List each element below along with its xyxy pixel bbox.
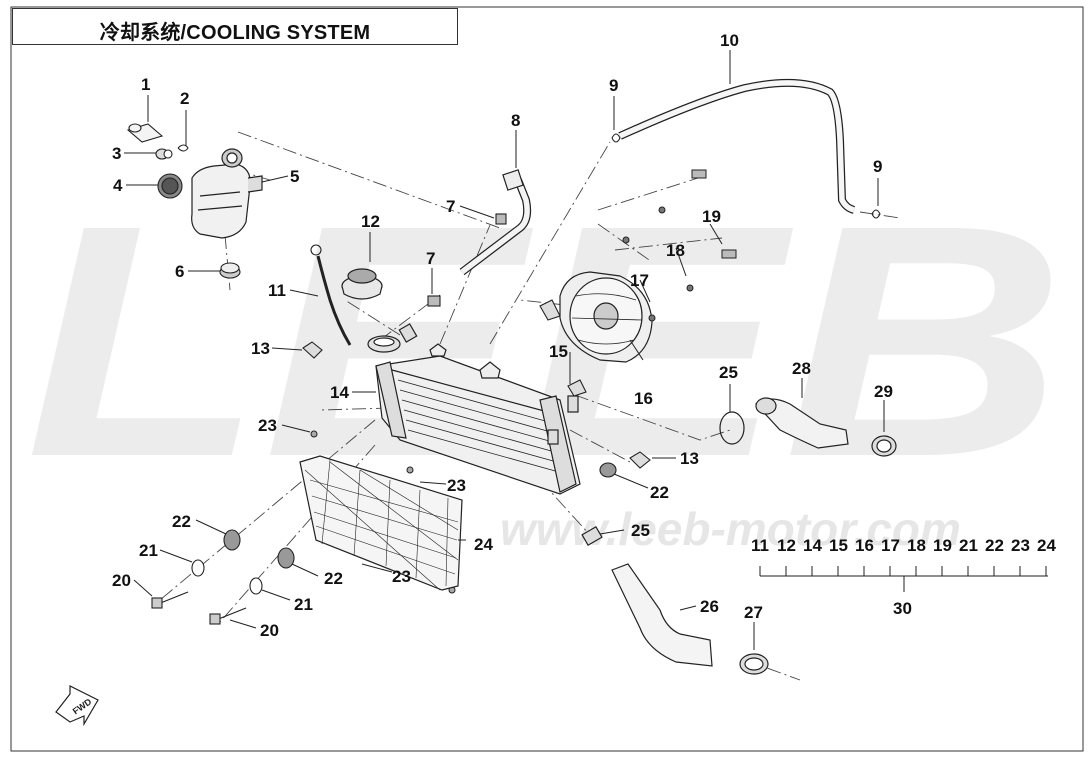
callout-29: 29: [874, 382, 893, 401]
callout-13b: 13: [680, 449, 699, 468]
callout-3: 3: [112, 144, 121, 163]
callout-4: 4: [113, 176, 123, 195]
callout-2: 2: [180, 89, 189, 108]
kit-item: 16: [855, 536, 874, 555]
callout-14: 14: [330, 383, 349, 402]
kit-item: 19: [933, 536, 952, 555]
kit-item: 24: [1037, 536, 1056, 555]
part-10-hose: [618, 78, 856, 214]
part-13-nuts: [302, 341, 651, 469]
page-title: 冷却系统/COOLING SYSTEM: [99, 22, 371, 44]
callout-23c: 23: [392, 567, 411, 586]
kit-item: 23: [1011, 536, 1030, 555]
fwd-arrow-icon: FWD: [55, 685, 99, 727]
kit-item: 18: [907, 536, 926, 555]
callout-28: 28: [792, 359, 811, 378]
part-17-18-19-hardware: [622, 169, 737, 322]
part-7-clips: [427, 213, 507, 307]
part-12-radiator-cap: [341, 268, 383, 300]
callout-30: 30: [893, 599, 912, 618]
callout-25a: 25: [719, 363, 738, 382]
title-box: 冷却系统/COOLING SYSTEM: [12, 8, 458, 45]
callout-1: 1: [141, 75, 150, 94]
leader-lines: [159, 131, 901, 681]
kit-item: 15: [829, 536, 848, 555]
callout-22c: 22: [650, 483, 669, 502]
callout-16: 16: [634, 389, 653, 408]
part-9-clips: [611, 133, 881, 219]
callout-7b: 7: [426, 249, 435, 268]
kit-item: 14: [803, 536, 822, 555]
callout-9b: 9: [873, 157, 882, 176]
part-11-dipstick: [310, 244, 352, 346]
kit-items: 11 12 14 15 16 17 18 19 21 22 23 24: [751, 536, 1056, 555]
part-26-hose: [611, 563, 713, 667]
part-25-clamps: [581, 411, 745, 547]
callout-25b: 25: [631, 521, 650, 540]
part-27-clamp: [739, 653, 769, 675]
part-4-cap: [157, 173, 183, 199]
callout-12: 12: [361, 212, 380, 231]
part-3-grommet: [155, 148, 173, 160]
callout-13a: 13: [251, 339, 270, 358]
callout-26: 26: [700, 597, 719, 616]
part-24-grille: [299, 455, 463, 591]
callout-10: 10: [720, 31, 739, 50]
kit-item: 12: [777, 536, 796, 555]
kit-item: 21: [959, 536, 978, 555]
callout-21a: 21: [139, 541, 158, 560]
callout-17: 17: [630, 271, 649, 290]
part-29-clamp: [871, 435, 897, 457]
part-28-hose: [755, 397, 849, 449]
part-5-reservoir: [191, 148, 263, 239]
part-8-tube: [459, 169, 532, 276]
callout-ticks: [124, 50, 885, 650]
callout-15: 15: [549, 342, 568, 361]
diagram-frame: [10, 6, 1084, 752]
callout-27: 27: [744, 603, 763, 622]
kit-item: 11: [751, 536, 769, 555]
callout-22a: 22: [172, 512, 191, 531]
callout-8: 8: [511, 111, 520, 130]
callout-19: 19: [702, 207, 721, 226]
callout-22b: 22: [324, 569, 343, 588]
callout-11: 11: [268, 281, 286, 300]
part-1-hose: [126, 123, 164, 143]
callout-24: 24: [474, 535, 493, 554]
kit-item: 22: [985, 536, 1004, 555]
callout-20a: 20: [112, 571, 131, 590]
watermark-url: www.leeb-motor.com: [500, 503, 961, 555]
part-20-21-22-hardware: [151, 462, 617, 625]
part-15-brackets: [539, 299, 587, 397]
callout-9a: 9: [609, 76, 618, 95]
callout-23a: 23: [258, 416, 277, 435]
callout-6: 6: [175, 262, 184, 281]
part-2-clip: [177, 144, 189, 152]
callout-7a: 7: [446, 197, 455, 216]
callout-5: 5: [290, 167, 299, 186]
part-6-grommet: [219, 262, 241, 279]
kit-item: 17: [881, 536, 900, 555]
part-14-radiator: [367, 323, 581, 495]
callout-21b: 21: [294, 595, 313, 614]
callout-labels: 1 2 3 4 5 6 7 7 8 9 9 10 11 12 13 13 14 …: [112, 31, 912, 640]
part-16-fan: [559, 271, 653, 363]
callout-20b: 20: [260, 621, 279, 640]
kit-bracket: [759, 566, 1048, 592]
watermark: LEEB www.leeb-motor.com: [25, 156, 1065, 555]
callout-18: 18: [666, 241, 685, 260]
callout-23b: 23: [447, 476, 466, 495]
